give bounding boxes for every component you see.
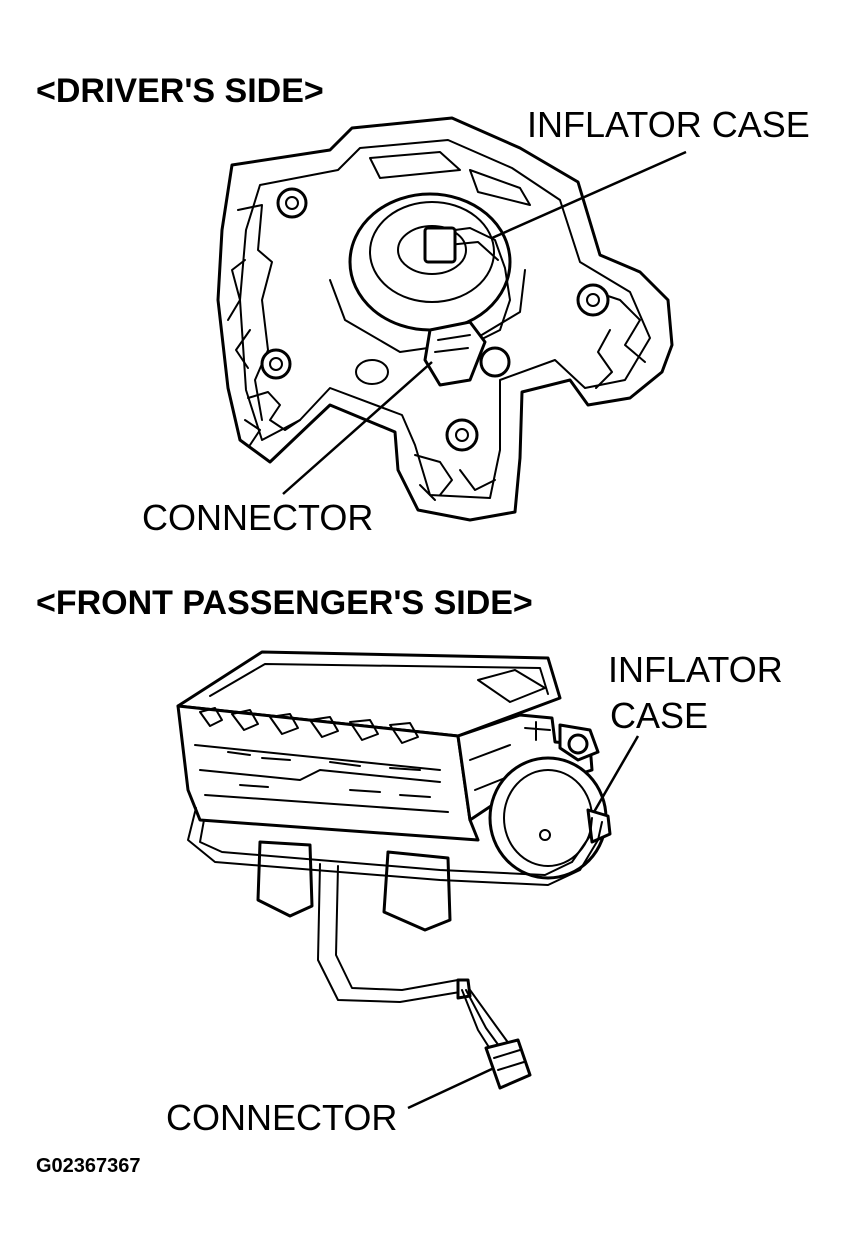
passenger-inflator-dot [539, 829, 551, 841]
passenger-face-slots [227, 751, 431, 798]
driver-connector-detail [434, 334, 471, 353]
driver-left-rib [237, 204, 273, 421]
driver-connector-boss [479, 346, 511, 378]
passenger-drop-cable-a [317, 863, 461, 1003]
driver-center-boss [355, 359, 389, 385]
driver-connector-block [423, 320, 487, 387]
driver-connector-label: CONNECTOR [142, 497, 374, 538]
driver-connector-leader [282, 361, 433, 495]
passenger-airbag-module [176, 650, 640, 1110]
passenger-side-heading: <FRONT PASSENGER'S SIDE> [36, 584, 533, 622]
driver-right-rib [589, 289, 646, 389]
driver-harness-2 [447, 241, 499, 261]
passenger-inflator-leader [592, 735, 640, 813]
passenger-drop-cable-b [335, 865, 459, 991]
passenger-connector-leader [407, 1066, 495, 1110]
driver-boss-upper-left-hole [285, 196, 299, 210]
passenger-harness-upper [187, 807, 603, 886]
driver-boss-lower-left [260, 348, 292, 380]
driver-harness [439, 227, 511, 346]
driver-inflator-cap [397, 225, 467, 275]
passenger-connector [484, 1038, 532, 1090]
driver-boss-lower-left-hole [269, 357, 283, 371]
driver-left-rib-2 [227, 259, 251, 369]
passenger-face-line-1 [194, 744, 441, 771]
passenger-connector-label: CONNECTOR [166, 1097, 398, 1138]
driver-boss-right [576, 283, 610, 317]
driver-boss-bottom [445, 418, 479, 452]
passenger-lower-tab-right [382, 850, 452, 932]
driver-inflator-case-label: INFLATOR CASE [527, 104, 810, 145]
passenger-face-line-2 [199, 769, 441, 783]
passenger-top-cover-edge [209, 663, 549, 697]
figure-code: G02367367 [36, 1155, 141, 1177]
driver-inflator-case-inner [369, 201, 495, 303]
driver-side-heading: <DRIVER'S SIDE> [36, 72, 324, 110]
passenger-tab-6 [389, 722, 419, 744]
driver-boss-bottom-hole [455, 428, 469, 442]
driver-top-slot [369, 151, 461, 179]
passenger-inflator-label-line2: CASE [610, 695, 709, 736]
driver-inner-rim [239, 139, 651, 499]
driver-inflator-leader [491, 150, 687, 240]
driver-boss-right-hole [586, 293, 600, 307]
driver-plug [423, 226, 457, 264]
passenger-face-line-3 [204, 794, 449, 813]
passenger-lower-tab-left [256, 840, 314, 918]
passenger-bolt [524, 721, 551, 741]
driver-bottom-ribs [414, 454, 496, 501]
driver-airbag-module [216, 116, 687, 522]
passenger-inflator-label-line1: INFLATOR [608, 649, 783, 690]
passenger-top-flap [477, 669, 546, 703]
passenger-connector-detail [493, 1049, 525, 1071]
passenger-harness-lower [199, 817, 593, 876]
driver-boss-upper-left [276, 187, 308, 219]
passenger-side-detail [469, 744, 511, 791]
driver-bottom-left-ribs [244, 391, 301, 446]
driver-top-slot-2 [469, 169, 531, 206]
passenger-front-tabs [199, 707, 419, 744]
passenger-connector-wires [461, 989, 513, 1053]
passenger-bracket-hole [567, 733, 589, 755]
